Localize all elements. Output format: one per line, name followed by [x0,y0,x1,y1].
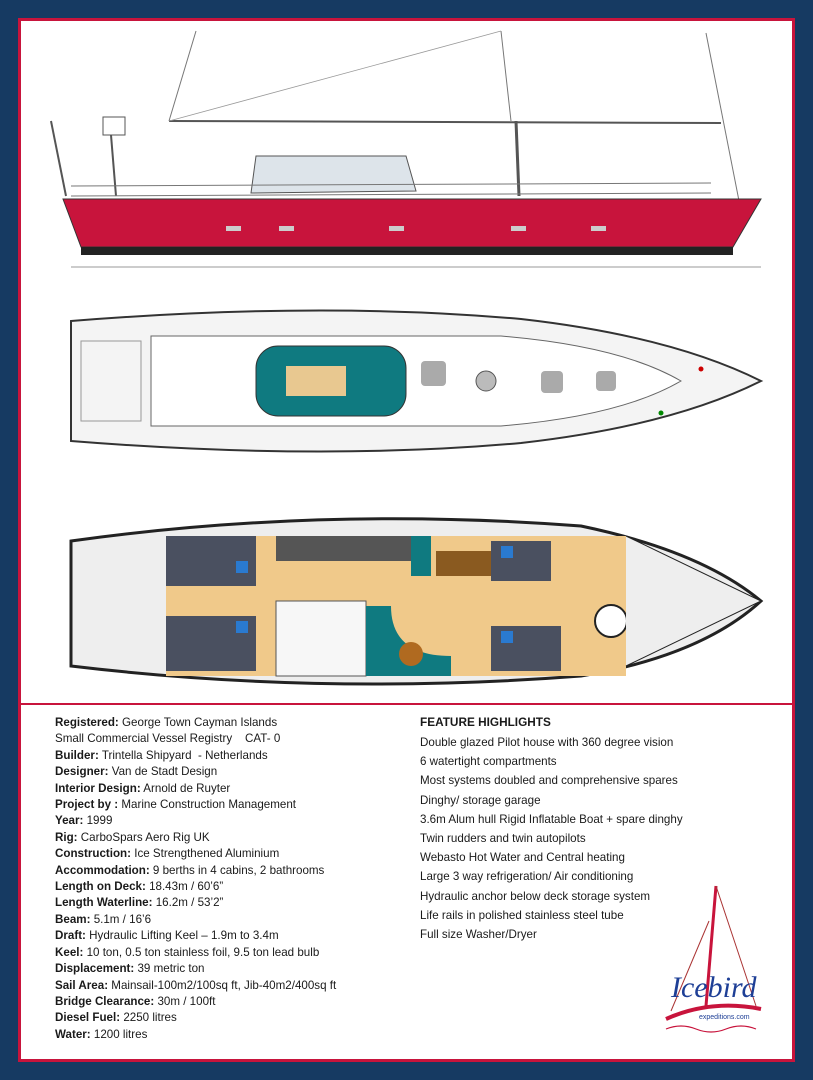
spec-label: Registered: [55,716,119,729]
spec-value: CarboSpars Aero Rig UK [80,830,210,844]
spec-label: Year: [55,814,84,828]
spec-label: Construction: [55,847,131,861]
spec-value: 30m / 100ft [157,994,216,1008]
spec-row: Water: 1200 litres [55,1027,395,1043]
feature-item: Large 3 way refrigeration/ Air condition… [420,870,634,884]
logo-name: Icebird [671,971,757,1004]
deck-plan-drawing [70,309,764,453]
spec-value: 1200 litres [93,1027,148,1041]
spec-row: Builder: Trintella Shipyard - Netherland… [55,748,395,764]
feature-item: Double glazed Pilot house with 360 degre… [420,736,674,749]
spec-row: Keel: 10 ton, 0.5 ton stainless foil, 9.… [55,945,395,961]
feature-highlights-title: FEATURE HIGHLIGHTS [420,715,551,729]
feature-highlights: FEATURE HIGHLIGHTS Double glazed Pilot h… [420,715,780,944]
feature-item: Full size Washer/Dryer [420,928,537,942]
spec-row: Displacement: 39 metric ton [55,961,395,977]
spec-row: Bridge Clearance: 30m / 100ft [55,994,395,1010]
spec-value: 9 berths in 4 cabins, 2 bathrooms [152,863,325,877]
spec-value: Marine Construction Management [121,798,297,812]
spec-label: Water: [55,1027,91,1041]
interior-layout-drawing [69,517,764,686]
feature-item: Twin rudders and twin autopilots [420,832,586,846]
spec-row: Year: 1999 [55,813,395,829]
sailboat-logo-icon [665,885,762,1033]
spec-value: 16.2m / 53’2” [155,896,224,910]
spec-value: 18.43m / 60’6” [149,880,224,894]
spec-label: Accommodation: [55,863,150,877]
spec-value: Ice Strengthened Aluminium [134,847,280,861]
spec-value: George Town Cayman Islands [122,716,278,729]
spec-value: 5.1m / 16’6 [93,912,152,926]
spec-row: Registered: George Town Cayman Islands [55,715,395,731]
spec-value: Trintella Shipyard - Netherlands [101,748,268,762]
spec-value: Hydraulic Lifting Keel – 1.9m to 3.4m [89,929,279,943]
spec-label: Displacement: [55,962,135,976]
spec-row: Length on Deck: 18.43m / 60’6” [55,879,395,895]
spec-label: Builder: [55,748,99,762]
spec-label: Draft: [55,929,86,943]
feature-item: 6 watertight compartments [420,755,557,769]
spec-row: Sail Area: Mainsail-100m2/100sq ft, Jib-… [55,978,395,994]
feature-item: Dinghy/ storage garage [420,793,541,807]
spec-label: Length Waterline: [55,896,153,910]
icebird-logo: Icebird expeditions.com [661,881,771,1036]
spec-value: Small Commercial Vessel Registry CAT- 0 [55,732,281,746]
spec-row: Designer: Van de Stadt Design [55,764,395,780]
feature-item: Life rails in polished stainless steel t… [420,908,624,922]
spec-row: Accommodation: 9 berths in 4 cabins, 2 b… [55,863,395,879]
spec-row: Construction: Ice Strengthened Aluminium [55,846,395,862]
spec-row: Diesel Fuel: 2250 litres [55,1010,395,1026]
spec-value: Arnold de Ruyter [143,781,231,795]
spec-row: Interior Design: Arnold de Ruyter [55,781,395,797]
spec-label: Beam: [55,912,91,926]
spec-label: Project by : [55,798,119,812]
spec-label: Diesel Fuel: [55,1011,121,1025]
spec-value: 2250 litres [123,1011,177,1025]
spec-value: 39 metric ton [137,962,205,976]
spec-row: Small Commercial Vessel Registry CAT- 0 [55,731,395,747]
feature-item: Hydraulic anchor below deck storage syst… [420,889,651,903]
spec-value: Van de Stadt Design [111,765,218,779]
spec-label: Length on Deck: [55,880,146,894]
spec-row: Rig: CarboSpars Aero Rig UK [55,830,395,846]
spec-value: 1999 [86,814,113,828]
spec-value: 10 ton, 0.5 ton stainless foil, 9.5 ton … [86,945,320,959]
feature-item: 3.6m Alum hull Rigid Inflatable Boat + s… [420,812,683,826]
spec-row: Length Waterline: 16.2m / 53’2” [55,895,395,911]
spec-label: Interior Design: [55,781,141,795]
section-divider [21,703,792,705]
spec-row: Draft: Hydraulic Lifting Keel – 1.9m to … [55,928,395,944]
spec-label: Rig: [55,830,78,844]
spec-label: Designer: [55,765,109,779]
spec-label: Keel: [55,945,84,959]
feature-item: Webasto Hot Water and Central heating [420,851,625,865]
logo-url: expeditions.com [699,1014,750,1021]
side-profile-drawing [50,30,762,268]
spec-value: Mainsail-100m2/100sq ft, Jib-40m2/400sq … [111,978,337,992]
spec-label: Sail Area: [55,978,109,992]
spec-row: Project by : Marine Construction Managem… [55,797,395,813]
feature-item: Most systems doubled and comprehensive s… [420,774,678,788]
spec-row: Beam: 5.1m / 16’6 [55,912,395,928]
spec-label: Bridge Clearance: [55,994,155,1008]
